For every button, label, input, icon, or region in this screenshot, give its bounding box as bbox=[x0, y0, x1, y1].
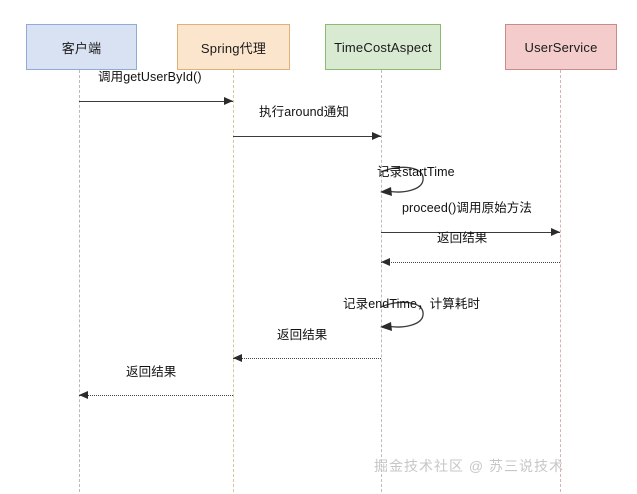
message-label-m1: 调用getUserById() bbox=[98, 70, 202, 84]
message-line-m4[interactable] bbox=[381, 232, 560, 233]
message-line-m7[interactable] bbox=[233, 358, 381, 359]
message-line-m2[interactable] bbox=[233, 136, 381, 137]
participant-label: TimeCostAspect bbox=[334, 39, 432, 55]
message-label-m3: 记录startTime bbox=[377, 165, 455, 179]
participant-label: UserService bbox=[524, 39, 598, 55]
message-label-m4: proceed()调用原始方法 bbox=[402, 201, 532, 215]
message-line-m8[interactable] bbox=[79, 395, 233, 396]
message-label-m2: 执行around通知 bbox=[259, 105, 349, 119]
lifeline-client bbox=[79, 70, 80, 492]
lifeline-user-service bbox=[560, 70, 561, 492]
participant-box-client[interactable]: 客户端 bbox=[26, 24, 137, 70]
arrow-head-right-icon bbox=[551, 228, 560, 236]
self-message-m6[interactable] bbox=[379, 299, 439, 333]
message-line-m5[interactable] bbox=[381, 262, 560, 263]
participant-label: Spring代理 bbox=[200, 40, 267, 56]
lifeline-timecost-aspect bbox=[381, 70, 382, 492]
participant-label: 客户端 bbox=[61, 40, 102, 56]
participant-box-spring-proxy[interactable]: Spring代理 bbox=[177, 24, 290, 70]
participant-box-timecost-aspect[interactable]: TimeCostAspect bbox=[325, 24, 441, 70]
arrow-head-right-icon bbox=[372, 132, 381, 140]
message-label-m7: 返回结果 bbox=[277, 328, 328, 342]
self-message-m3[interactable] bbox=[379, 164, 439, 198]
arrow-head-left-icon bbox=[233, 354, 242, 362]
participant-box-user-service[interactable]: UserService bbox=[505, 24, 617, 70]
message-label-m8: 返回结果 bbox=[126, 365, 177, 379]
watermark-text: 掘金技术社区 @ 苏三说技术 bbox=[374, 458, 564, 474]
message-label-m6: 记录endTime，计算耗时 bbox=[343, 297, 481, 311]
message-label-m5: 返回结果 bbox=[437, 231, 488, 245]
message-line-m1[interactable] bbox=[79, 101, 233, 102]
lifeline-spring-proxy bbox=[233, 70, 234, 492]
arrow-head-right-icon bbox=[224, 97, 233, 105]
arrow-head-left-icon bbox=[79, 391, 88, 399]
arrow-head-left-icon bbox=[381, 258, 390, 266]
